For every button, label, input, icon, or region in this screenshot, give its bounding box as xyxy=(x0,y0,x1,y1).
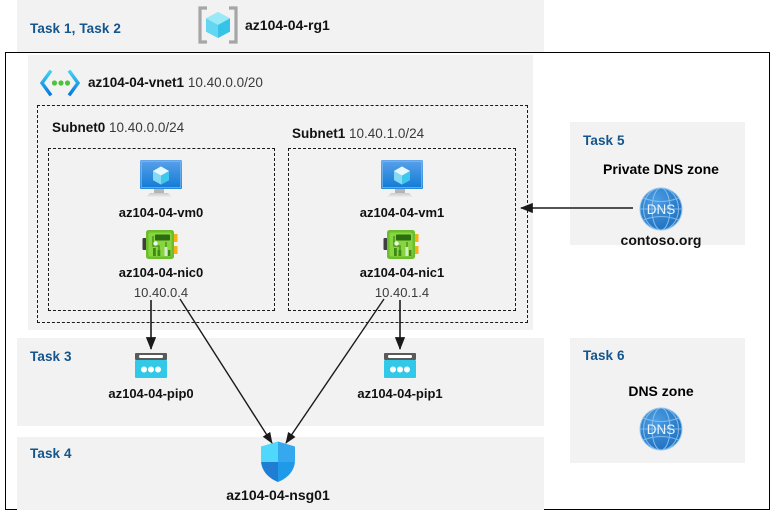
svg-text:DNS: DNS xyxy=(647,202,676,217)
resource-group-name: az104-04-rg1 xyxy=(245,17,330,33)
subnet1-name: Subnet1 xyxy=(292,126,346,141)
nic1-ip: 10.40.1.4 xyxy=(374,285,430,300)
subnet1-cidr: 10.40.1.0/24 xyxy=(349,126,425,141)
private-dns-zone-title: Private DNS zone xyxy=(603,161,719,177)
task-label-6: Task 6 xyxy=(583,348,625,363)
virtual-machine-icon xyxy=(377,158,427,200)
vnet-panel xyxy=(28,55,533,330)
vm0-name: az104-04-vm0 xyxy=(118,205,204,220)
dns-zone-icon: DNS xyxy=(637,405,685,453)
vnet-name: az104-04-vnet1 xyxy=(88,75,185,90)
private-dns-zone-name: contoso.org xyxy=(620,232,702,248)
virtual-machine-icon xyxy=(136,158,186,200)
dns-zone-icon: DNS xyxy=(637,185,685,233)
subnet1-box xyxy=(288,148,516,311)
subnet1-header: Subnet1 10.40.1.0/24 xyxy=(292,126,424,141)
nsg-name: az104-04-nsg01 xyxy=(226,487,330,503)
task-label-4: Task 4 xyxy=(30,446,72,461)
svg-text:DNS: DNS xyxy=(647,422,676,437)
nic1-name: az104-04-nic1 xyxy=(359,265,445,280)
network-security-group-icon xyxy=(259,440,297,484)
task-label-5: Task 5 xyxy=(583,133,625,148)
network-interface-icon xyxy=(383,228,421,262)
virtual-network-icon xyxy=(39,69,81,97)
subnet0-box xyxy=(48,148,275,311)
nic0-ip: 10.40.0.4 xyxy=(133,285,189,300)
network-interface-icon xyxy=(142,228,180,262)
resource-group-icon xyxy=(196,6,240,44)
vnet-header: az104-04-vnet1 10.40.0.0/20 xyxy=(88,75,263,90)
subnet0-cidr: 10.40.0.0/24 xyxy=(109,120,185,135)
nic0-name: az104-04-nic0 xyxy=(118,265,204,280)
subnet0-name: Subnet0 xyxy=(52,120,106,135)
vm1-name: az104-04-vm1 xyxy=(359,205,445,220)
vnet-cidr: 10.40.0.0/20 xyxy=(187,75,263,90)
pip1-name: az104-04-pip1 xyxy=(357,386,443,401)
task-label-3: Task 3 xyxy=(30,349,72,364)
public-ip-address-icon xyxy=(131,352,171,382)
task-label-1-2: Task 1, Task 2 xyxy=(30,21,121,36)
public-ip-address-icon xyxy=(380,352,420,382)
public-ip-panel xyxy=(17,338,544,426)
pip0-name: az104-04-pip0 xyxy=(108,386,194,401)
subnets-container xyxy=(37,105,528,323)
dns-zone-title: DNS zone xyxy=(628,383,694,399)
subnet0-header: Subnet0 10.40.0.0/24 xyxy=(52,120,184,135)
